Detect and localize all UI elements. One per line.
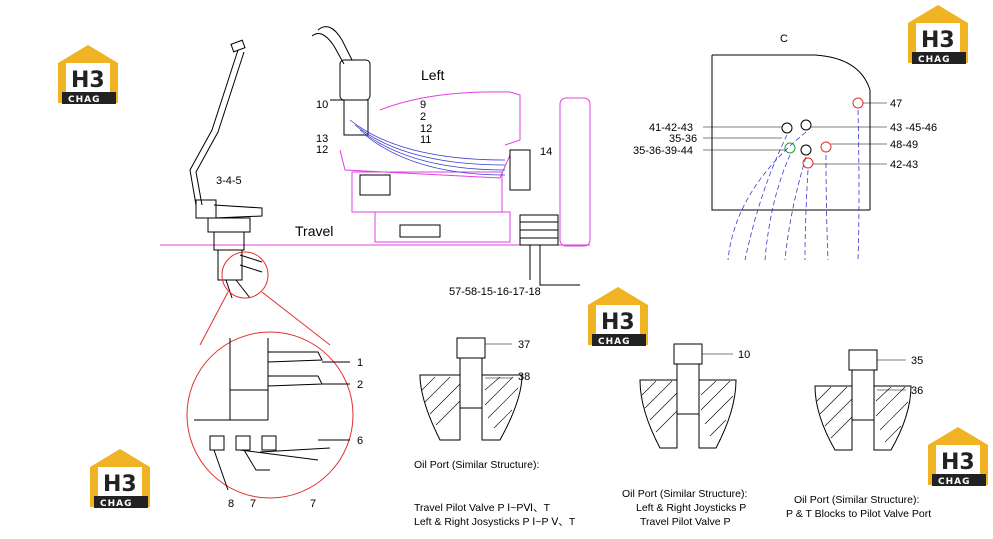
label-9: 9 [420,99,426,111]
label-10: 10 [316,99,328,111]
label-57: 57-58-15-16-17-18 [449,286,541,298]
caption-3-line1: P & T Blocks to Pilot Valve Port [786,508,931,520]
label-41-42-43: 41-42-43 [649,122,693,134]
logo-top-right: H3 CHAG [908,5,968,65]
view-c-panel [711,54,871,211]
svg-text:CHAG: CHAG [100,499,133,509]
label-11: 11 [420,134,431,146]
label-12a: 12 [420,123,432,135]
label-p37: 37 [518,339,530,351]
joystick-left [311,26,441,238]
caption-2-line2: Travel Pilot Valve P [640,516,730,528]
detail-view-circle [186,331,354,499]
svg-text:CHAG: CHAG [918,55,951,65]
svg-text:H3: H3 [103,472,137,497]
label-13: 13 [316,133,328,145]
oil-port-3-hatch [816,386,909,443]
label-35-36: 35-36 [669,133,697,145]
oil-port-2 [639,343,737,449]
label-35-36-39-44: 35-36-39-44 [633,145,693,157]
label-travel: Travel [295,223,333,239]
label-2: 2 [420,111,426,123]
label-p35: 35 [911,355,923,367]
logo-center: H3 CHAG [588,287,648,347]
label-p10: 10 [738,349,750,361]
label-d2: 2 [357,379,363,391]
seat-outline [339,91,591,247]
caption-1-line2: Left & Right Josysticks P Ⅰ~P Ⅴ、T [414,516,576,528]
travel-lever [189,39,263,299]
logo-bottom-left: H3 CHAG [90,449,150,509]
label-3-4-5: 3-4-5 [216,175,242,187]
caption-1-line1: Travel Pilot Valve P Ⅰ~PⅥ、T [414,502,551,514]
detail-valve [194,338,331,491]
label-48-49: 48-49 [890,139,918,151]
caption-2-title: Oil Port (Similar Structure): [622,488,747,500]
svg-text:CHAG: CHAG [598,337,631,347]
oil-port-1-hatch [421,376,519,429]
svg-text:H3: H3 [601,310,635,335]
label-d1: 1 [357,357,363,369]
svg-text:H3: H3 [941,450,975,475]
svg-text:H3: H3 [71,68,105,93]
label-12b: 12 [316,144,328,156]
label-p36: 36 [911,385,923,397]
caption-1-title: Oil Port (Similar Structure): [414,459,539,471]
label-14: 14 [540,146,552,158]
oil-port-2-hatch [641,380,734,437]
svg-text:CHAG: CHAG [938,477,971,487]
label-d8: 8 [228,498,234,510]
logo-top-left: H3 CHAG [58,45,118,105]
label-c: C [780,33,788,45]
caption-2-line1: Left & Right Joysticks P [636,502,746,514]
bellows [509,149,580,286]
detail-marker [221,251,269,299]
logo-bottom-right: H3 CHAG [928,427,988,487]
oil-port-3 [814,349,912,451]
label-d6: 6 [357,435,363,447]
label-47: 47 [890,98,902,110]
svg-text:H3: H3 [921,28,955,53]
svg-text:CHAG: CHAG [68,95,101,105]
label-42-43: 42-43 [890,159,918,171]
view-c-hoses [727,109,860,261]
label-left: Left [421,67,444,83]
label-d7a: 7 [250,498,256,510]
hose-bundle [349,119,506,176]
oil-port-1 [419,337,523,441]
caption-3-title: Oil Port (Similar Structure): [794,494,919,506]
label-d7b: 7 [310,498,316,510]
label-43-45-46: 43 -45-46 [890,122,937,134]
label-p38: 38 [518,371,530,383]
